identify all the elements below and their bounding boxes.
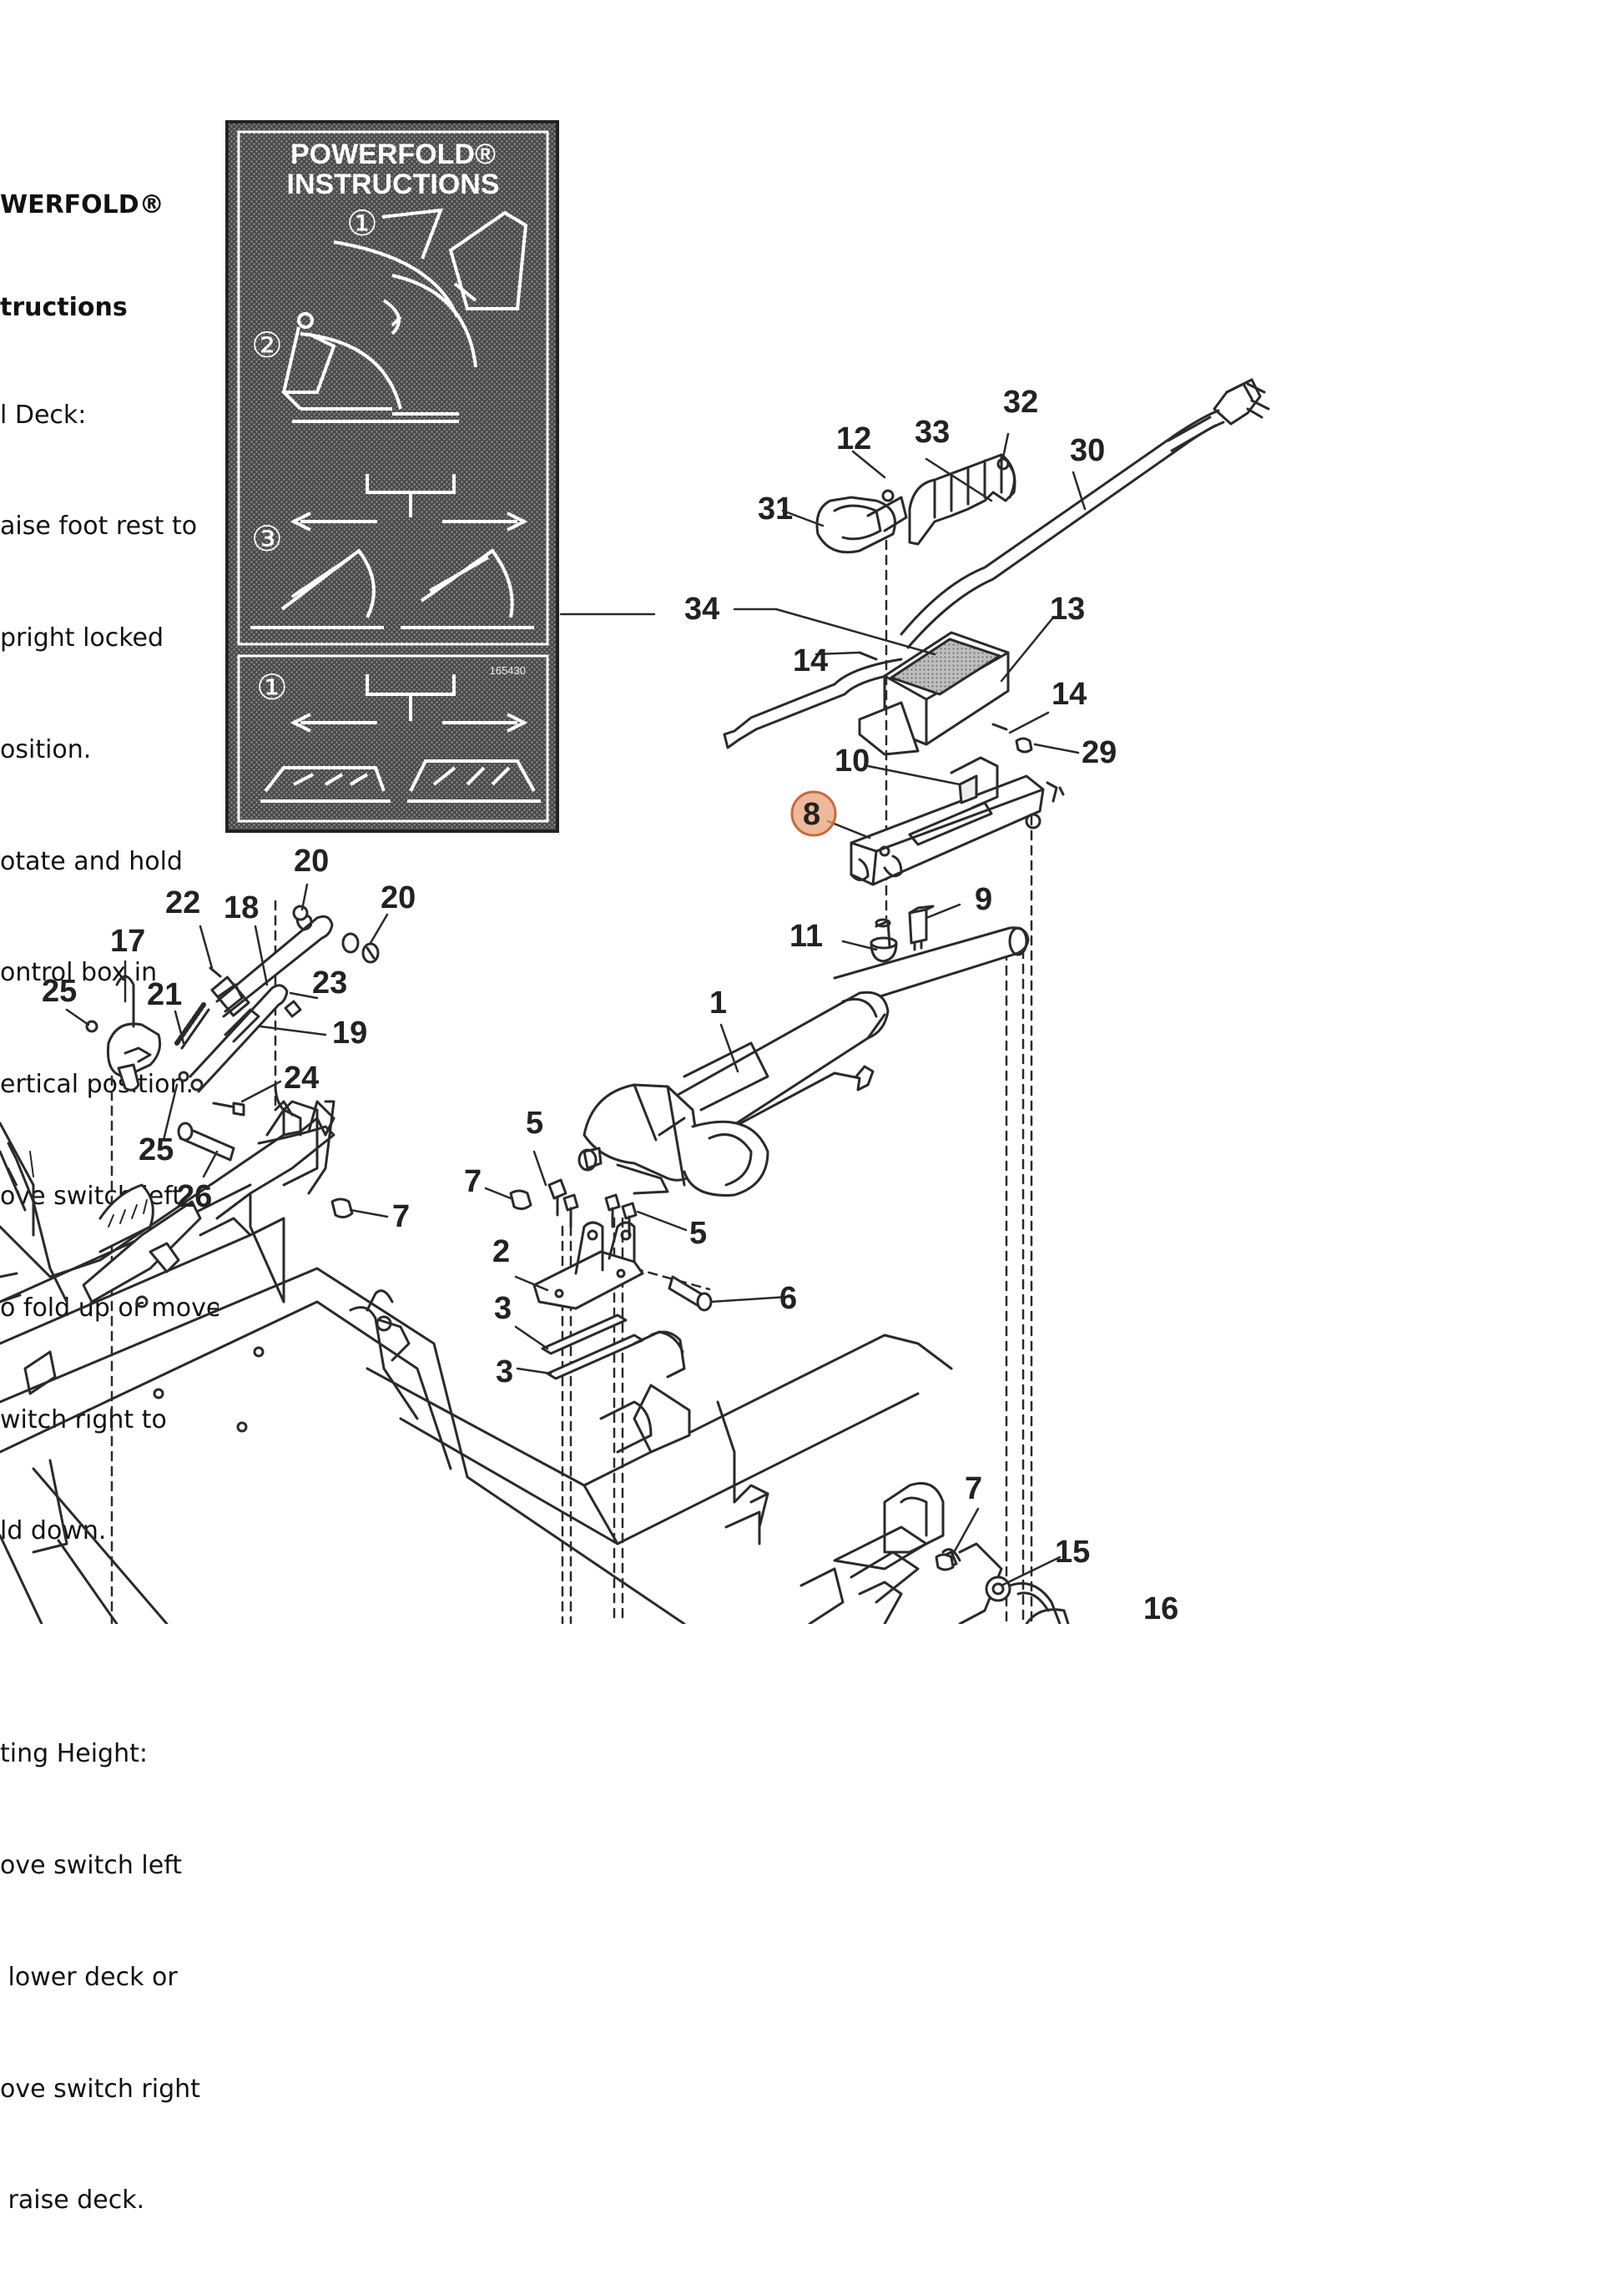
screw	[991, 723, 1008, 731]
wire-harness	[900, 409, 1220, 636]
frame-tube	[349, 1289, 953, 1624]
instructions-heading-2: tructions	[0, 293, 128, 323]
callout-6: 6	[779, 1281, 797, 1316]
highlight-marker[interactable]	[790, 790, 837, 837]
decal-title-1: POWERFOLD®	[290, 139, 496, 170]
nut	[330, 1197, 354, 1219]
section1-line: ertical position.	[0, 1070, 194, 1100]
decal-step-2: ②	[251, 325, 283, 365]
fold-hinge	[799, 1482, 1070, 1624]
section2-title: ting Height:	[0, 1739, 148, 1769]
callout-17: 17	[110, 924, 145, 959]
callout-33: 33	[915, 415, 950, 450]
callout-9: 9	[975, 882, 992, 917]
decal-title-2: INSTRUCTIONS	[287, 169, 500, 200]
control-box	[858, 631, 1010, 756]
wire-guide	[908, 453, 1016, 546]
section1-line: otate and hold	[0, 846, 183, 876]
callout-3-upper: 3	[494, 1291, 512, 1326]
decal-step-3: ③	[251, 519, 283, 558]
section1-line: aise foot rest to	[0, 512, 198, 542]
callout-1: 1	[709, 986, 727, 1021]
decal-step-1: ①	[346, 204, 378, 243]
callout-20-top: 20	[294, 844, 329, 879]
exploded-view: POWERFOLD® INSTRUCTIONS ① ②	[0, 120, 1270, 1624]
callout-labels: 34 13 33 12 32 30 31 14 14 29 10 8 9 11 …	[42, 385, 1178, 1624]
fold-linkage	[189, 905, 380, 1093]
callout-14-top: 14	[793, 643, 828, 678]
linear-actuator	[577, 926, 1030, 1197]
callout-18: 18	[224, 890, 259, 925]
section2-line: ove switch left	[0, 1851, 182, 1881]
mounting-bracket	[532, 1221, 644, 1310]
decal-step-4: ①	[256, 668, 288, 707]
callout-32: 32	[1003, 385, 1038, 420]
callout-7-lower: 7	[965, 1471, 982, 1506]
nut	[1015, 737, 1033, 754]
callout-34: 34	[684, 592, 719, 627]
section1-line: ld down.	[0, 1516, 107, 1546]
callout-26: 26	[177, 1179, 212, 1214]
section1-line: osition.	[0, 734, 92, 764]
screw	[858, 651, 878, 661]
callout-10: 10	[835, 744, 870, 779]
nut	[935, 1553, 955, 1571]
leader-lines	[65, 432, 1087, 1587]
callout-15: 15	[1055, 1535, 1090, 1570]
callout-21: 21	[147, 977, 182, 1012]
section2-line: raise deck.	[0, 2186, 145, 2216]
callout-20-right: 20	[381, 880, 416, 915]
bolts	[547, 1178, 638, 1237]
callout-30: 30	[1070, 433, 1105, 468]
callout-11: 11	[789, 919, 823, 954]
switch-bracket	[850, 756, 1058, 886]
callout-25-left: 25	[42, 974, 77, 1009]
callout-29: 29	[1082, 735, 1117, 770]
callout-19: 19	[332, 1016, 367, 1051]
section1-title: l Deck:	[0, 400, 87, 430]
section1-line: pright locked	[0, 623, 164, 653]
section2-line: lower deck or	[0, 1962, 178, 1992]
callout-7-left: 7	[392, 1199, 410, 1234]
shim-plate	[541, 1313, 628, 1355]
callout-5-right: 5	[689, 1216, 707, 1251]
callout-14-right: 14	[1052, 677, 1087, 712]
decal-part-code: 165430	[490, 664, 526, 677]
spacer	[870, 918, 898, 963]
callout-3-lower: 3	[496, 1354, 513, 1389]
decal-step1-illustration	[333, 208, 528, 368]
screw	[209, 966, 222, 978]
clamp	[815, 489, 908, 554]
decal-step4-illustration	[260, 674, 541, 803]
callout-23: 23	[312, 965, 347, 1001]
instructions-heading-1: WERFOLD®	[0, 190, 164, 220]
section1-line: witch right to	[0, 1404, 167, 1434]
section2-line: ove switch right	[0, 2074, 200, 2104]
nut	[509, 1189, 532, 1211]
callout-22: 22	[165, 885, 200, 920]
powerfold-decal: POWERFOLD® INSTRUCTIONS ① ②	[225, 120, 559, 833]
callout-8[interactable]: 8	[803, 797, 820, 832]
left-frame	[0, 1083, 469, 1624]
callout-31: 31	[758, 492, 793, 527]
parts-drawing	[0, 378, 1270, 1624]
callout-7-center: 7	[464, 1164, 482, 1199]
limit-switch	[908, 905, 935, 951]
callout-24: 24	[284, 1061, 319, 1096]
callout-12: 12	[836, 421, 871, 456]
decal-step3-illustration	[250, 474, 534, 629]
decal-step2-illustration	[281, 312, 459, 423]
callout-13: 13	[1050, 592, 1085, 627]
callout-16: 16	[1143, 1591, 1178, 1624]
parts-diagram: WERFOLD® tructions l Deck: aise foot res…	[0, 120, 1270, 2215]
callout-5-top: 5	[526, 1106, 543, 1141]
callout-2: 2	[492, 1234, 510, 1269]
callout-25-bottom: 25	[139, 1132, 174, 1167]
